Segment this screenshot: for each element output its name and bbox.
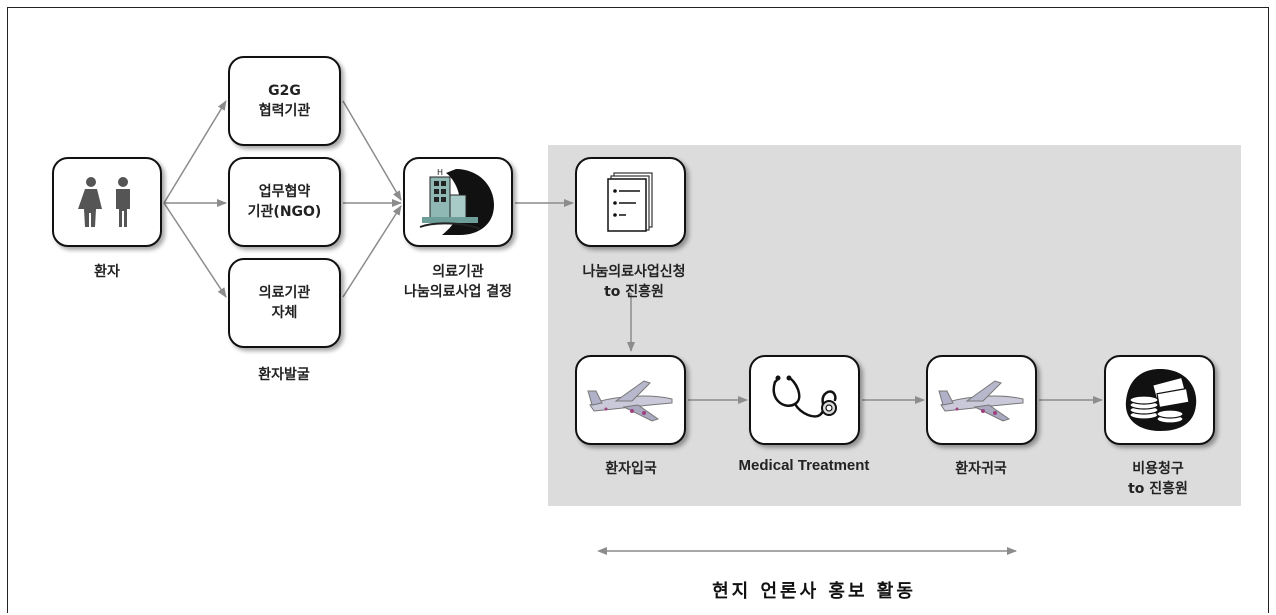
stethoscope-icon [765,370,845,430]
treatment-node [749,355,860,445]
arrow-g2g-hospital [342,100,402,201]
application-node [575,157,686,247]
self-node: 의료기관 자체 [228,258,341,348]
svg-text:H: H [437,168,443,177]
return-node [926,355,1037,445]
people-icon [71,175,143,229]
money-stack-icon [1120,367,1200,433]
return-caption: 환자귀국 [955,461,1007,477]
hospital-node: H [403,157,513,247]
sources-caption: 환자발굴 [258,367,310,383]
self-label: 의료기관 자체 [258,285,311,321]
entry-node [575,355,686,445]
application-caption: 나눔의료사업신청 to 진흥원 [582,264,686,300]
airplane-icon [586,375,676,425]
hospital-caption: 의료기관 나눔의료사업 결정 [404,264,512,300]
ngo-label: 업무협약 기관(NGO) [247,184,322,220]
media-promotion-label: 현지 언론사 홍보 활동 [712,581,916,602]
g2g-label: G2G 협력기관 [258,83,311,119]
arrow-self-hospital [342,205,402,298]
ngo-node: 업무협약 기관(NGO) [228,157,341,247]
billing-node [1104,355,1215,445]
diagram-frame [7,7,1269,613]
patient-node [52,157,162,247]
arrow-patient-g2g [163,100,227,204]
patient-caption: 환자 [94,264,120,280]
hospital-icon: H [416,165,500,239]
arrow-patient-self [163,202,227,298]
entry-caption: 환자입국 [605,461,657,477]
document-list-icon [606,171,656,233]
billing-caption: 비용청구 to 진흥원 [1128,461,1188,497]
g2g-node: G2G 협력기관 [228,56,341,146]
treatment-caption: Medical Treatment [738,457,870,474]
airplane-return-icon [937,375,1027,425]
